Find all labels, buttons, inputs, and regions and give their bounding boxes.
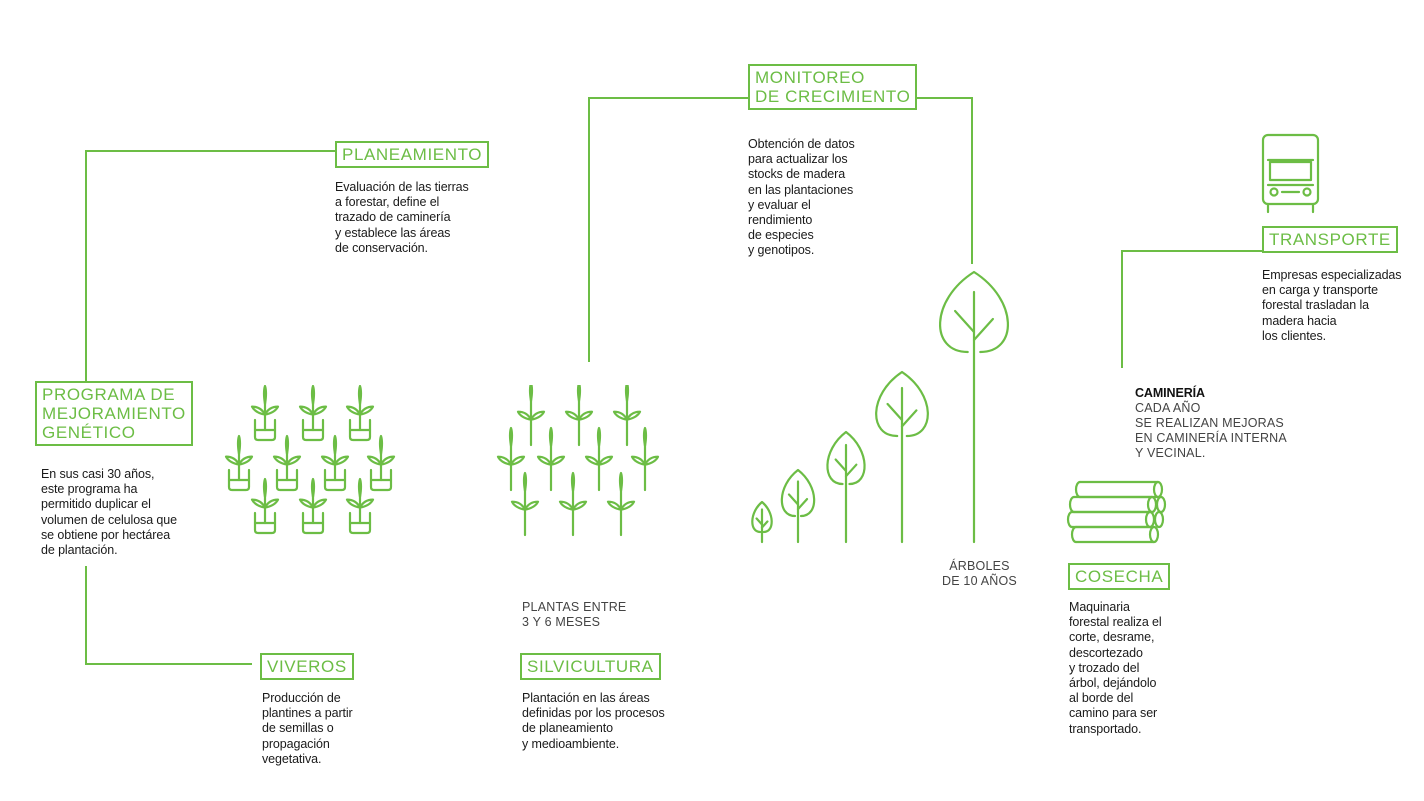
monitoreo-title: MONITOREO DE CRECIMIENTO [748, 64, 918, 110]
nursery-seedlings-group [224, 385, 396, 535]
seedling-jar-icon [345, 385, 375, 442]
camineria-description: CADA AÑO SE REALIZAN MEJORAS EN CAMINERÍ… [1135, 401, 1287, 460]
seedling-jar-icon [320, 434, 350, 492]
tree-icon [780, 468, 816, 544]
camineria-title: CAMINERÍA [1135, 386, 1205, 400]
silviculture-plants-group [496, 385, 660, 537]
programa-description: En sus casi 30 años, este programa ha pe… [41, 467, 177, 558]
arboles-caption: ÁRBOLES DE 10 AÑOS [942, 559, 1017, 588]
seedling-icon [496, 426, 526, 492]
growing-trees-group [751, 270, 1009, 544]
log-pile-icon [1066, 480, 1167, 544]
viveros-title: VIVEROS [260, 653, 354, 680]
seedling-icon [558, 471, 588, 537]
cosecha-description: Maquinaria forestal realiza el corte, de… [1069, 600, 1162, 736]
tree-icon [826, 430, 866, 544]
tree-icon [751, 500, 773, 544]
transporte-title: TRANSPORTE [1262, 226, 1398, 253]
seedling-jar-icon [345, 477, 375, 535]
planeamiento-description: Evaluación de las tierras a forestar, de… [335, 180, 469, 255]
seedling-jar-icon [250, 385, 280, 442]
silvicultura-caption: PLANTAS ENTRE 3 Y 6 MESES [522, 600, 627, 629]
seedling-icon [612, 385, 642, 447]
seedling-icon [606, 471, 636, 537]
tree-icon [939, 270, 1009, 544]
seedling-icon [584, 426, 614, 492]
tree-icon [875, 370, 929, 544]
seedling-icon [536, 426, 566, 492]
seedling-icon [510, 471, 540, 537]
seedling-jar-icon [272, 434, 302, 492]
seedling-jar-icon [298, 477, 328, 535]
cosecha-title: COSECHA [1068, 563, 1171, 590]
seedling-icon [630, 426, 660, 492]
seedling-icon [516, 385, 546, 447]
seedling-icon [564, 385, 594, 447]
silvicultura-title: SILVICULTURA [520, 653, 661, 680]
seedling-jar-icon [224, 434, 254, 492]
seedling-jar-icon [250, 477, 280, 535]
viveros-description: Producción de plantines a partir de semi… [262, 691, 353, 766]
planeamiento-title: PLANEAMIENTO [335, 141, 490, 168]
truck-icon [1261, 133, 1320, 214]
seedling-jar-icon [366, 434, 396, 492]
monitoreo-description: Obtención de datos para actualizar los s… [748, 137, 855, 258]
transporte-description: Empresas especializadas en carga y trans… [1262, 268, 1402, 343]
silvicultura-description: Plantación en las áreas definidas por lo… [522, 691, 665, 751]
seedling-jar-icon [298, 385, 328, 442]
programa-title: PROGRAMA DE MEJORAMIENTO GENÉTICO [35, 381, 193, 446]
